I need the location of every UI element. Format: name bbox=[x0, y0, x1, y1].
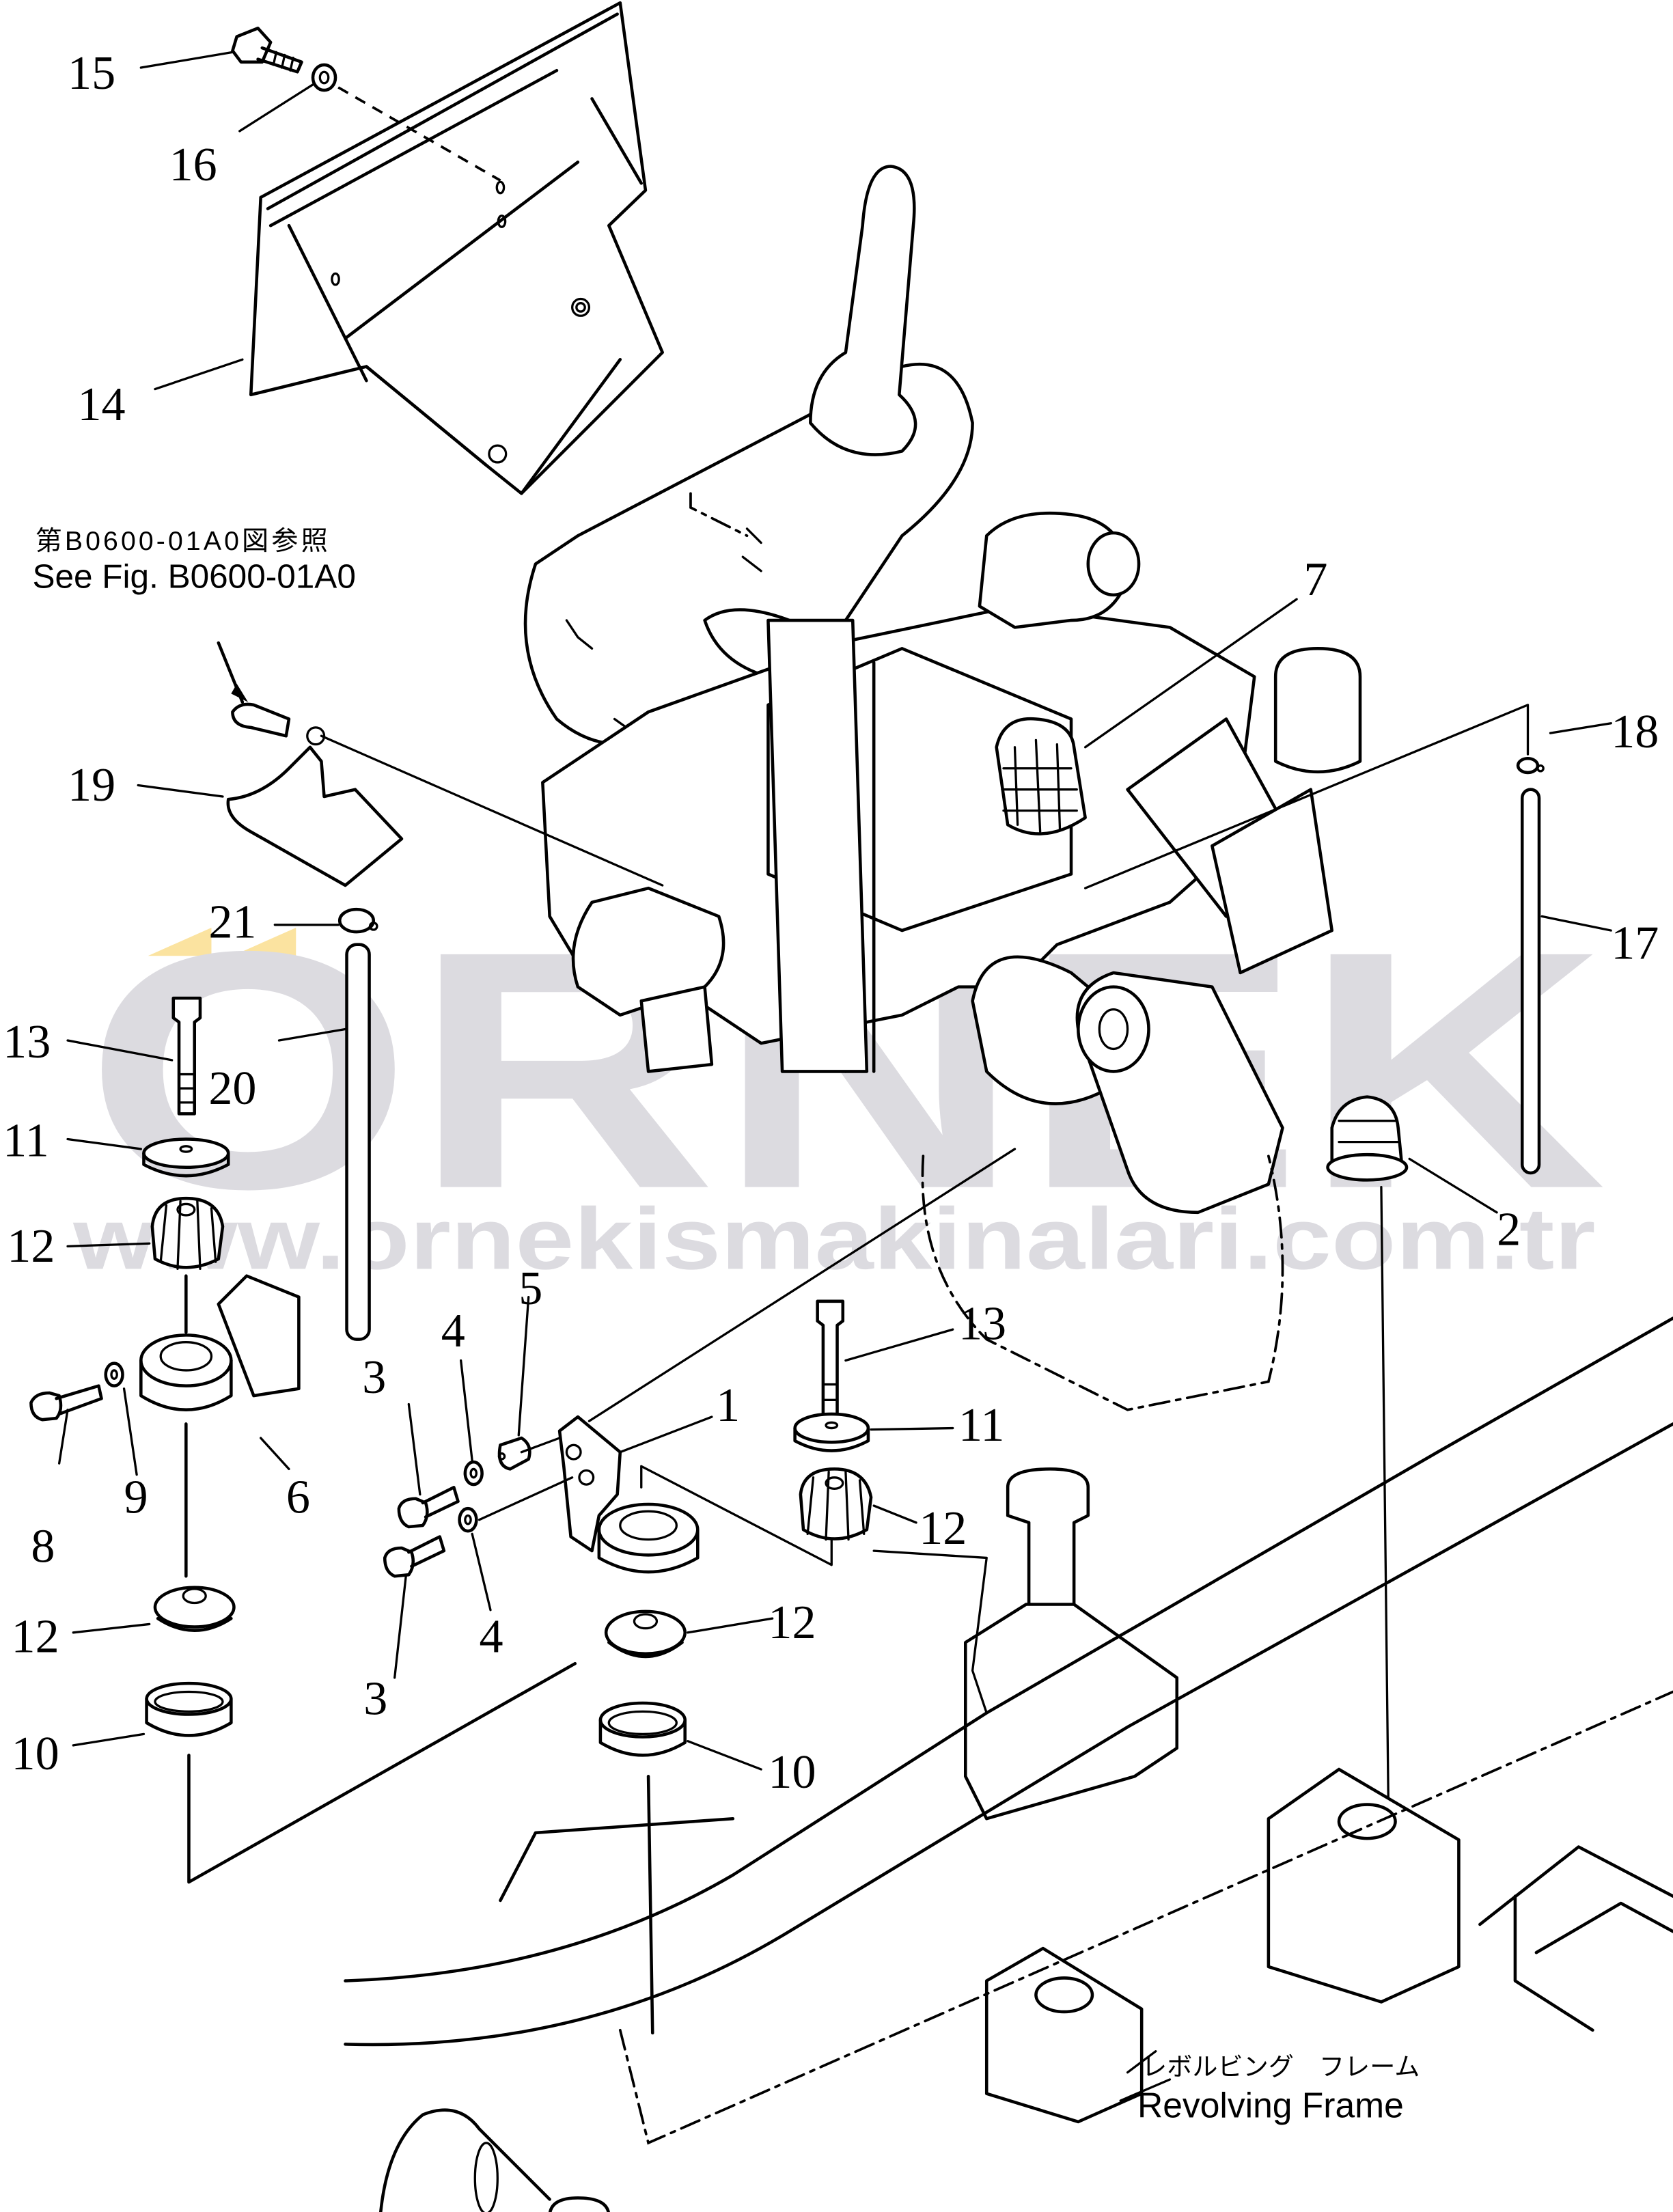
callout-4-lower: 4 bbox=[479, 1610, 503, 1663]
bolt-part-8 bbox=[29, 1384, 103, 1422]
washer-part-4-upper bbox=[463, 1460, 484, 1487]
callout-15: 15 bbox=[68, 46, 115, 100]
spacer-part-5 bbox=[497, 1436, 531, 1471]
callout-16: 16 bbox=[169, 138, 217, 191]
pipe-part-17 bbox=[1520, 788, 1541, 1175]
callout-9: 9 bbox=[124, 1470, 148, 1523]
watermark-accent-right bbox=[232, 927, 296, 956]
callout-12-middle: 12 bbox=[768, 1596, 816, 1649]
plate-part-11-right bbox=[793, 1412, 870, 1452]
assembly-line bbox=[646, 1775, 654, 2035]
muffler-part bbox=[523, 165, 974, 746]
stopper-part-10-middle bbox=[598, 1701, 687, 1757]
callout-11-left: 11 bbox=[3, 1114, 49, 1167]
leader-lines bbox=[58, 51, 1612, 2102]
assembly-line bbox=[872, 1186, 1389, 1799]
revolving-frame bbox=[344, 1316, 1673, 2212]
watermark-url: www.ornekismakinalari.com.tr bbox=[72, 1190, 1595, 1288]
callout-8: 8 bbox=[31, 1520, 55, 1573]
callout-10-middle: 10 bbox=[768, 1745, 816, 1799]
callout-3-upper: 3 bbox=[362, 1351, 386, 1404]
callout-14: 14 bbox=[77, 378, 125, 431]
reference-note: 第B0600-01A0図参照 See Fig. B0600-01A0 bbox=[32, 527, 355, 596]
clip-part-18 bbox=[1516, 757, 1545, 775]
washer-part-4-lower bbox=[458, 1506, 478, 1533]
bolt-part-13-right bbox=[816, 1299, 845, 1419]
reference-note-en: See Fig. B0600-01A0 bbox=[32, 558, 355, 596]
washer-part-9 bbox=[104, 1361, 124, 1387]
reference-note-jp: 第B0600-01A0図参照 bbox=[36, 527, 331, 556]
cushion-part-12-left-bottom bbox=[153, 1586, 236, 1632]
callout-5: 5 bbox=[519, 1262, 542, 1315]
callout-6: 6 bbox=[286, 1470, 310, 1523]
bolt-part-3-lower bbox=[383, 1535, 446, 1578]
cushion-part-12-left-top bbox=[150, 1196, 225, 1271]
bolt-part-15 bbox=[231, 27, 303, 74]
callout-7: 7 bbox=[1303, 553, 1327, 606]
callout-12-left-bottom: 12 bbox=[12, 1610, 59, 1663]
cushion-part-2 bbox=[1326, 1095, 1409, 1182]
cushion-part-12-middle bbox=[604, 1609, 687, 1659]
bracket-part-19 bbox=[226, 726, 664, 887]
callout-20: 20 bbox=[208, 1062, 256, 1115]
callout-17: 17 bbox=[1611, 916, 1659, 969]
frame-label-en: Revolving Frame bbox=[1137, 2086, 1404, 2125]
callout-12-left-top: 12 bbox=[7, 1219, 55, 1273]
bolt-part-3-upper bbox=[397, 1485, 460, 1529]
callout-12-right: 12 bbox=[919, 1502, 967, 1555]
assembly-line bbox=[478, 1148, 1017, 1566]
callout-13-left: 13 bbox=[3, 1015, 51, 1068]
stopper-part-10-left bbox=[145, 1681, 233, 1737]
cover-part-14 bbox=[249, 1, 664, 495]
cushion-part-12-right bbox=[799, 1467, 873, 1541]
callout-18: 18 bbox=[1611, 705, 1659, 758]
callout-3-lower: 3 bbox=[363, 1672, 387, 1725]
callout-labels: 15 16 14 7 18 17 19 21 13 20 11 12 2 8 9… bbox=[3, 46, 1659, 1799]
callout-11-right: 11 bbox=[958, 1398, 1005, 1452]
plate-part-11-left bbox=[142, 1137, 230, 1178]
callout-4-upper: 4 bbox=[441, 1304, 465, 1357]
bracket-part-1 bbox=[557, 1415, 700, 1574]
engine-part-7 bbox=[541, 511, 1362, 1411]
callout-10-left: 10 bbox=[12, 1727, 59, 1780]
bracket-part-6 bbox=[139, 1274, 301, 1411]
assembly-line bbox=[1084, 704, 1530, 889]
callout-2: 2 bbox=[1497, 1202, 1521, 1256]
frame-label-jp: レボルビング フレーム bbox=[1142, 2052, 1420, 2081]
callout-1: 1 bbox=[716, 1379, 740, 1432]
clip-part-21 bbox=[337, 907, 378, 934]
callout-19: 19 bbox=[68, 758, 115, 812]
assembly-line bbox=[184, 1274, 577, 1884]
washer-part-16 bbox=[311, 63, 337, 92]
assembly-line bbox=[1126, 2050, 1157, 2074]
bolt-part-13-left bbox=[171, 996, 202, 1116]
pipe-part-20 bbox=[345, 943, 371, 1341]
callout-13-right: 13 bbox=[958, 1297, 1006, 1351]
callout-21: 21 bbox=[208, 895, 256, 948]
frame-label: レボルビング フレーム Revolving Frame bbox=[1137, 2052, 1420, 2125]
bolt-part-ref bbox=[217, 641, 291, 738]
